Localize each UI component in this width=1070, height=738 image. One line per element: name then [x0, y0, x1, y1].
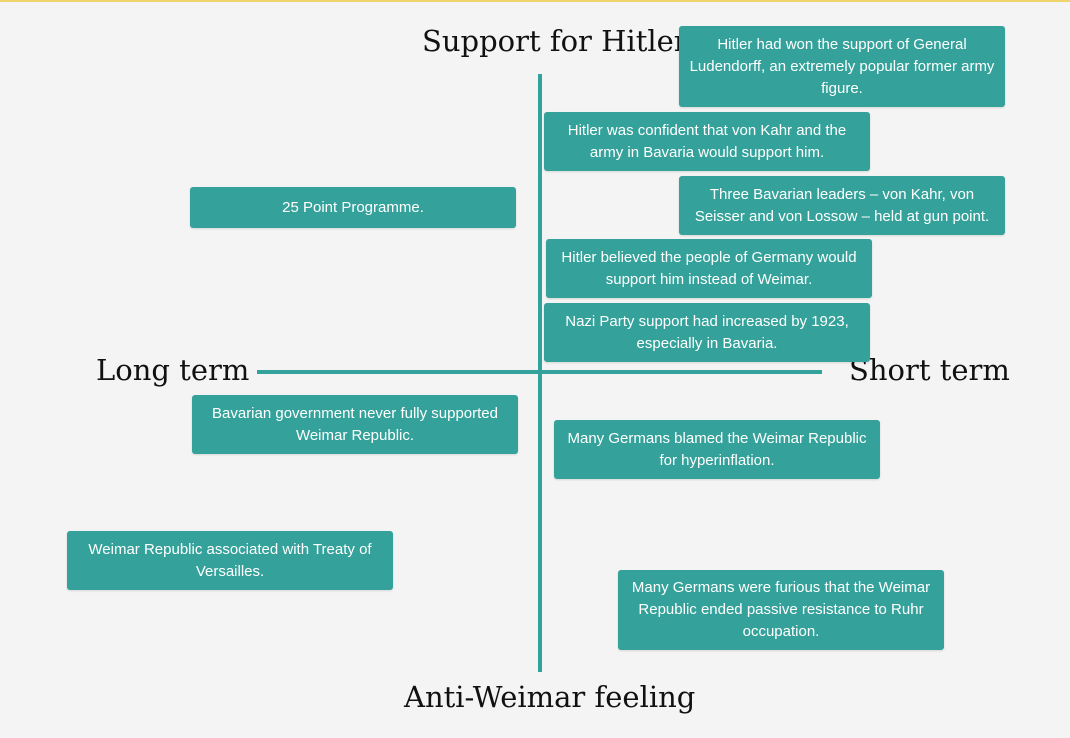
- card-nazi-party-support[interactable]: Nazi Party support had increased by 1923…: [544, 303, 870, 362]
- axis-label-left: Long term: [96, 353, 250, 387]
- horizontal-axis: [257, 370, 822, 374]
- card-von-kahr-army[interactable]: Hitler was confident that von Kahr and t…: [544, 112, 870, 171]
- card-bavarian-leaders[interactable]: Three Bavarian leaders – von Kahr, von S…: [679, 176, 1005, 235]
- card-bavarian-government[interactable]: Bavarian government never fully supporte…: [192, 395, 518, 454]
- card-people-support[interactable]: Hitler believed the people of Germany wo…: [546, 239, 872, 298]
- card-hyperinflation[interactable]: Many Germans blamed the Weimar Republic …: [554, 420, 880, 479]
- card-ludendorff[interactable]: Hitler had won the support of General Lu…: [679, 26, 1005, 107]
- axis-label-bottom: Anti-Weimar feeling: [404, 680, 696, 714]
- card-25-point-programme[interactable]: 25 Point Programme.: [190, 187, 516, 228]
- axis-label-top: Support for Hitler: [422, 24, 688, 58]
- top-border: [0, 0, 1070, 2]
- card-ruhr-occupation[interactable]: Many Germans were furious that the Weima…: [618, 570, 944, 650]
- axis-label-right: Short term: [849, 353, 1010, 387]
- card-treaty-versailles[interactable]: Weimar Republic associated with Treaty o…: [67, 531, 393, 590]
